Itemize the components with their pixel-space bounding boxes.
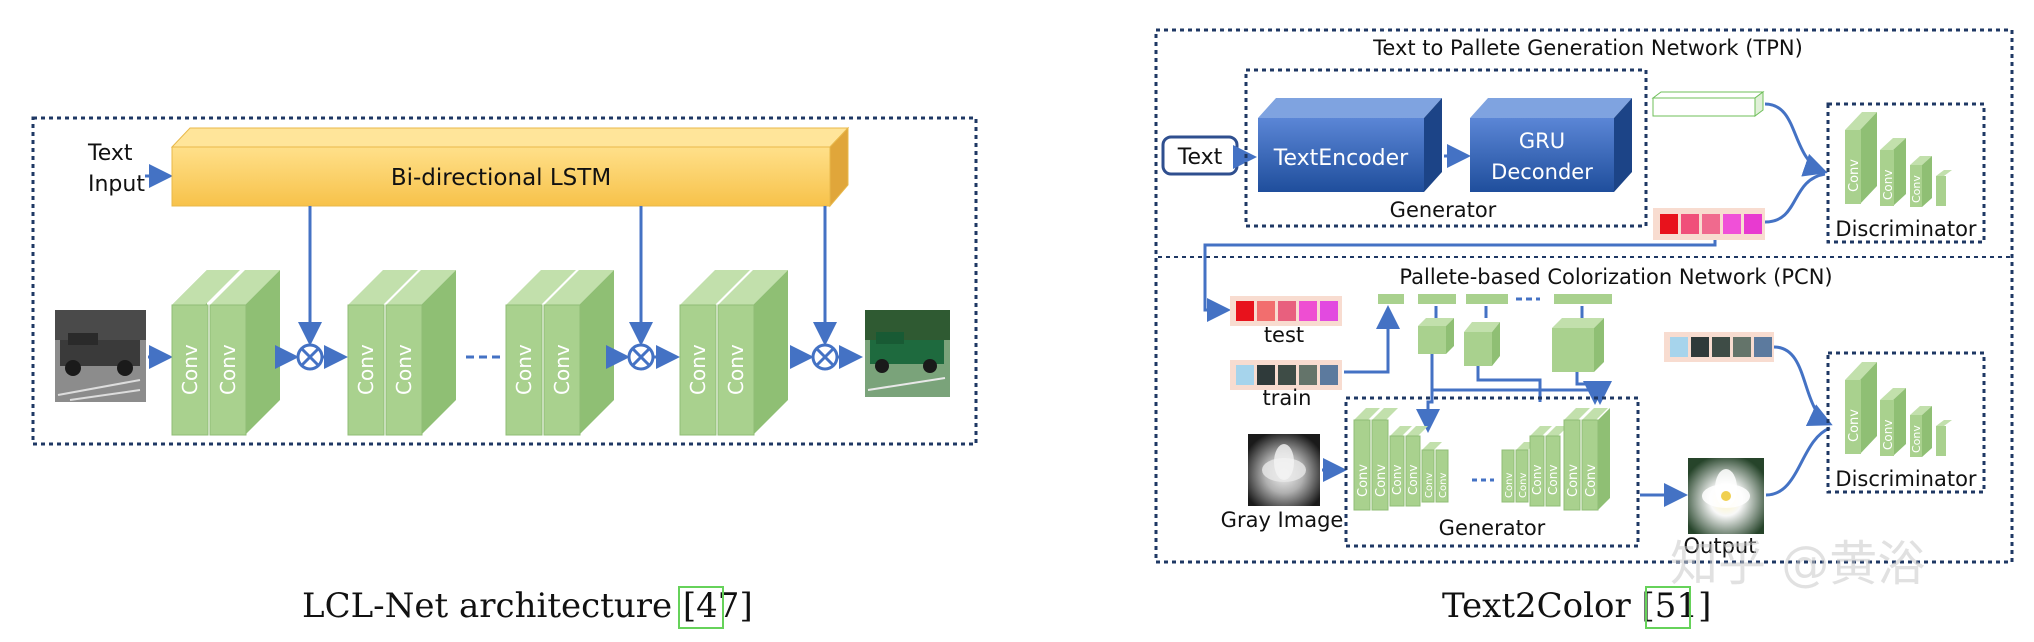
conv-label: Conv: [686, 344, 710, 395]
conv-label: Conv: [1546, 465, 1560, 495]
text2color-diagram: Text to Pallete Generation Network (TPN)…: [1154, 28, 2014, 629]
conv-label: Conv: [1438, 473, 1449, 498]
conv-group-4: Conv Conv: [679, 270, 788, 436]
conv-group-2: Conv Conv: [347, 270, 456, 436]
train-label: train: [1263, 386, 1312, 410]
lstm-label: Bi-directional LSTM: [391, 165, 611, 191]
palette-feature-cubes: [1418, 318, 1604, 372]
output-flower-image: [1688, 458, 1764, 534]
conv-label: Conv: [354, 344, 378, 395]
discriminator-top-label: Discriminator: [1835, 217, 1977, 241]
conv-label: Conv: [1424, 473, 1435, 498]
gray-flower-image: [1248, 434, 1320, 506]
generator-bottom-frame: [1344, 396, 1640, 548]
output-palette: [1664, 332, 1774, 362]
generator-top-frame: [1244, 68, 1648, 228]
lclnet-diagram: Text Input Bi-directional LSTM: [31, 116, 978, 629]
discriminator-bottom-label: Discriminator: [1835, 467, 1977, 491]
text-embedding-bar: [1651, 91, 1765, 117]
conv-label: Conv: [1530, 465, 1544, 495]
conv-label: Conv: [1910, 425, 1923, 453]
conv-label: Conv: [1390, 465, 1404, 495]
text-box-label: Text: [1177, 145, 1223, 170]
text-input-label-2: Input: [88, 172, 145, 197]
output-label: Output: [1684, 534, 1757, 558]
watermark: 知乎 @黄浴: [1670, 536, 1925, 592]
lstm-block: Bi-directional LSTM: [170, 126, 850, 208]
lclnet-ref-box[interactable]: [678, 586, 724, 629]
generator-bottom-convs: Conv Conv Conv Conv Conv Conv Conv Conv …: [1353, 408, 1610, 511]
conv-label: Conv: [178, 344, 202, 395]
conv-label: Conv: [1847, 159, 1862, 192]
gru-label-2: Deconder: [1491, 160, 1593, 184]
conv-label: Conv: [1356, 464, 1371, 497]
conv-label: Conv: [1504, 473, 1515, 498]
conv-label: Conv: [1910, 175, 1923, 203]
gru-decoder-block: GRU Deconder: [1470, 98, 1632, 192]
generated-palette: [1653, 208, 1765, 240]
output-truck-image: [865, 310, 950, 397]
generator-bottom-label: Generator: [1439, 516, 1546, 540]
conv-label: Conv: [1584, 464, 1599, 497]
conv-label: Conv: [1881, 170, 1895, 200]
discriminator-bottom-convs: Conv Conv Conv: [1845, 362, 1952, 457]
multiply-node-2: [627, 343, 655, 371]
discriminator-top-frame: [1826, 102, 1986, 244]
conv-group-3: Conv Conv: [505, 270, 614, 436]
test-palette: [1230, 296, 1342, 326]
multiply-node-3: [811, 343, 839, 371]
generator-top-label: Generator: [1390, 198, 1497, 222]
conv-label: Conv: [1881, 420, 1895, 450]
text2color-caption: Text2Color [51]: [1442, 586, 1711, 626]
gray-image-label: Gray Image: [1221, 508, 1344, 532]
conv-label: Conv: [1566, 464, 1581, 497]
conv-label: Conv: [1847, 409, 1862, 442]
text-input-label-1: Text: [87, 141, 133, 166]
train-palette: [1230, 360, 1342, 390]
text-encoder-label: TextEncoder: [1273, 146, 1409, 171]
input-truck-image: [55, 310, 146, 402]
pcn-title: Pallete-based Colorization Network (PCN): [1399, 265, 1832, 289]
discriminator-top-convs: Conv Conv Conv: [1845, 112, 1952, 207]
conv-label: Conv: [550, 344, 574, 395]
gru-label-1: GRU: [1519, 129, 1565, 153]
text2color-ref-box[interactable]: [1645, 586, 1691, 629]
text2color-outer-frame: [1154, 28, 2014, 564]
conv-label: Conv: [1518, 473, 1529, 498]
test-label: test: [1264, 323, 1304, 347]
lclnet-frame: [31, 116, 978, 446]
palette-fc-bars: [1378, 294, 1612, 304]
text-encoder-block: TextEncoder: [1258, 98, 1442, 192]
conv-label: Conv: [1374, 464, 1389, 497]
conv-label: Conv: [392, 344, 416, 395]
multiply-node-1: [296, 343, 324, 371]
tpn-title: Text to Pallete Generation Network (TPN): [1372, 36, 1803, 60]
discriminator-bottom-frame: [1826, 351, 1986, 494]
conv-label: Conv: [512, 344, 536, 395]
conv-label: Conv: [216, 344, 240, 395]
conv-label: Conv: [1406, 465, 1420, 495]
lclnet-caption: LCL-Net architecture [47]: [302, 586, 753, 626]
conv-label: Conv: [724, 344, 748, 395]
conv-group-1: Conv Conv: [171, 270, 280, 436]
